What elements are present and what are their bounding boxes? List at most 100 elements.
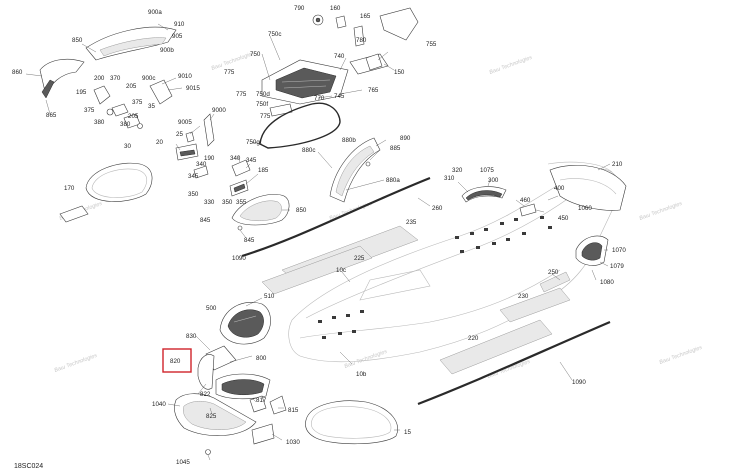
- deck-pads: [318, 216, 552, 339]
- part-label-450: 450: [558, 215, 569, 222]
- part-9000: [203, 113, 215, 147]
- part-1045: [205, 449, 211, 455]
- part-label-165: 165: [360, 13, 371, 20]
- bow-assembly: [174, 302, 287, 455]
- part-label-1079: 1079: [610, 263, 624, 270]
- part-label-350: 350: [188, 191, 199, 198]
- part-label-860: 860: [12, 69, 23, 76]
- part-label-850b: 850: [296, 207, 307, 214]
- part-label-865: 865: [46, 112, 57, 119]
- part-460: [519, 203, 537, 217]
- part-label-880b: 880b: [342, 137, 356, 144]
- part-label-890: 890: [400, 135, 411, 142]
- part-label-220: 220: [468, 335, 479, 342]
- part-label-790: 790: [294, 5, 305, 12]
- seal-15: [305, 400, 398, 445]
- part-label-375a: 375: [84, 107, 95, 114]
- part-label-1080: 1080: [600, 279, 614, 286]
- part-label-15: 15: [404, 429, 411, 436]
- part-label-910: 910: [174, 21, 185, 28]
- part-label-380a: 380: [94, 119, 105, 126]
- part-label-340a: 340: [196, 161, 207, 168]
- part-label-815: 815: [288, 407, 299, 414]
- mat-225: [261, 245, 373, 295]
- part-label-510: 510: [264, 293, 275, 300]
- part-label-260: 260: [432, 205, 443, 212]
- console-assembly: [261, 7, 419, 117]
- part-label-355: 355: [236, 199, 247, 206]
- left-mid-hardware: [175, 113, 251, 197]
- part-label-845a: 845: [200, 217, 211, 224]
- part-label-400: 400: [554, 185, 565, 192]
- watermark: Ваш Technologies: [489, 55, 534, 76]
- part-label-340b: 340: [230, 155, 241, 162]
- part-label-750: 750: [250, 51, 261, 58]
- part-170: [59, 205, 89, 223]
- part-label-375b: 375: [132, 99, 143, 106]
- part-label-800: 800: [256, 355, 267, 362]
- part-label-300: 300: [488, 177, 499, 184]
- highlight-box-820: [162, 348, 192, 373]
- part-label-1070: 1070: [612, 247, 626, 254]
- part-label-320: 320: [452, 167, 463, 174]
- part-label-1060: 1060: [578, 205, 592, 212]
- part-label-185: 185: [258, 167, 269, 174]
- part-1030: [251, 423, 275, 445]
- part-label-380b: 380: [120, 121, 131, 128]
- part-label-900c: 900c: [142, 75, 155, 82]
- part-label-750f: 750f: [256, 101, 268, 108]
- part-label-845b: 845: [244, 237, 255, 244]
- part-label-780: 780: [356, 37, 367, 44]
- watermark: Ваш Technologies: [639, 201, 684, 222]
- bracket-9015: [149, 79, 173, 105]
- part-label-740: 740: [334, 53, 345, 60]
- panel-755: [379, 7, 419, 41]
- watermark: Ваш Technologies: [54, 353, 99, 374]
- part-label-770: 770: [314, 95, 325, 102]
- part-label-9005: 9005: [178, 119, 192, 126]
- part-815: [269, 395, 287, 415]
- part-label-195: 195: [76, 89, 87, 96]
- rail-1090-top: [241, 176, 431, 258]
- part-label-820: 820: [170, 358, 181, 365]
- part-label-230: 230: [518, 293, 529, 300]
- part-label-850a: 850: [72, 37, 83, 44]
- cable-750g: [259, 102, 341, 149]
- watermark: Ваш Technologies: [659, 345, 704, 366]
- part-label-750c: 750c: [268, 31, 281, 38]
- part-label-750g: 750g: [246, 139, 260, 146]
- part-label-235: 235: [406, 219, 417, 226]
- leader-lines: [25, 23, 611, 461]
- part-label-9010: 9010: [178, 73, 192, 80]
- part-label-190: 190: [204, 155, 215, 162]
- diagram-code: 18SC024: [14, 463, 43, 470]
- watermarks: Ваш Technologies Ваш Technologies Ваш Te…: [54, 51, 704, 380]
- part-label-20: 20: [156, 139, 163, 146]
- part-label-885: 885: [390, 145, 401, 152]
- footwell-mats: [261, 225, 571, 375]
- part-label-755: 755: [426, 41, 437, 48]
- part-label-775b: 775: [236, 91, 247, 98]
- part-label-880c: 880c: [302, 147, 315, 154]
- panel-210: [549, 164, 627, 211]
- part-label-900b: 900b: [160, 47, 174, 54]
- watermark: Ваш Technologies: [344, 349, 389, 370]
- part-label-205a: 205: [126, 83, 137, 90]
- part-label-825: 825: [206, 413, 217, 420]
- part-label-30: 30: [124, 143, 131, 150]
- steering-cover-assembly: [39, 26, 177, 129]
- part-label-1040: 1040: [152, 401, 166, 408]
- part-label-35: 35: [148, 103, 155, 110]
- part-label-500: 500: [206, 305, 217, 312]
- part-label-775a: 775: [224, 69, 235, 76]
- part-label-345b: 345: [188, 173, 199, 180]
- part-label-250: 250: [548, 269, 559, 276]
- part-label-350b: 350: [222, 199, 233, 206]
- part-label-817: 817: [256, 397, 267, 404]
- part-label-9000: 9000: [212, 107, 226, 114]
- deck-rails: [241, 176, 611, 406]
- part-label-750d: 750d: [256, 91, 270, 98]
- part-label-1045: 1045: [176, 459, 190, 466]
